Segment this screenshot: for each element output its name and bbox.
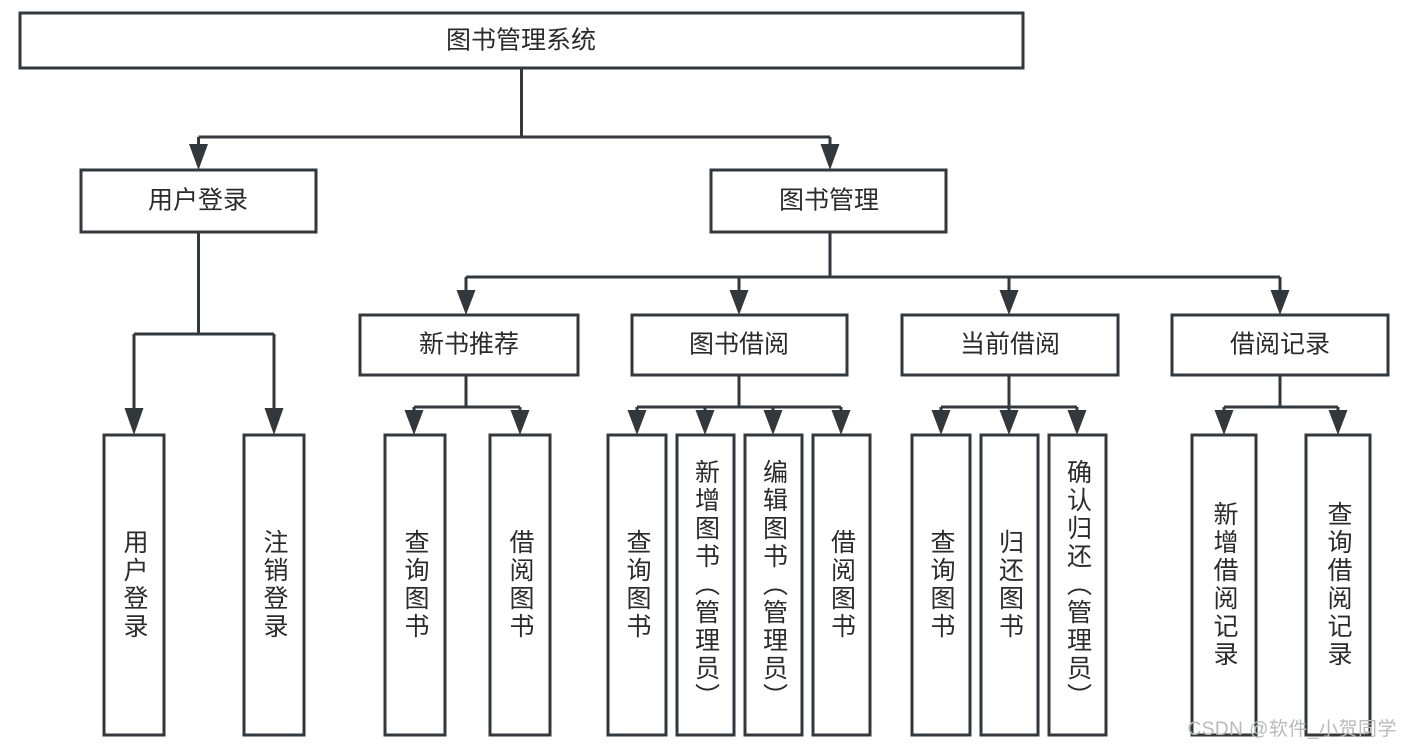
- node-root-system-box[interactable]: [18, 11, 1025, 70]
- arrow-head-book-borrow-leaf-4: [831, 410, 851, 435]
- node-leaf-logout-box[interactable]: [242, 433, 306, 737]
- node-root-system-label: 图书管理系统: [446, 27, 596, 55]
- arrow-head-current-borrow-leaf-3: [1067, 410, 1087, 435]
- node-root-system[interactable]: 图书管理系统: [18, 11, 1025, 70]
- arrow-head-current-borrow-leaf-1: [931, 410, 951, 435]
- node-leaf-return-book-box[interactable]: [979, 433, 1040, 737]
- arrow-head-book-manage-to-book-borrow: [729, 290, 749, 315]
- node-user-login-box[interactable]: [79, 168, 318, 234]
- arrow-head-book-borrow-leaf-1: [627, 410, 647, 435]
- node-book-manage[interactable]: 图书管理: [709, 168, 948, 234]
- node-book-manage-box[interactable]: [709, 168, 948, 234]
- arrow-head-root-to-book-manage: [820, 144, 840, 170]
- node-leaf-query-book-bb-box[interactable]: [606, 433, 668, 737]
- node-borrow-record-label: 借阅记录: [1230, 331, 1330, 359]
- connector-group-root: [189, 68, 840, 170]
- node-book-borrow-label: 图书借阅: [689, 331, 789, 359]
- node-book-manage-label: 图书管理: [779, 187, 879, 215]
- node-new-book-recommend-label: 新书推荐: [419, 331, 519, 359]
- arrow-head-book-borrow-leaf-3: [763, 410, 783, 435]
- arrow-head-root-to-user-login: [189, 144, 208, 170]
- connector-group-book-manage: [456, 232, 1290, 315]
- node-book-borrow-box[interactable]: [630, 313, 849, 377]
- arrow-head-new-book-leaf-2: [510, 410, 530, 435]
- node-user-login-label: 用户登录: [148, 187, 248, 215]
- node-new-book-recommend-box[interactable]: [358, 313, 580, 377]
- arrow-head-new-book-leaf-1: [404, 410, 424, 435]
- node-book-borrow[interactable]: 图书借阅: [630, 313, 849, 377]
- connector-group-user-login: [124, 232, 284, 435]
- connector-group-borrow-record: [1214, 375, 1348, 435]
- node-leaf-borrow-book-bb-box[interactable]: [811, 433, 872, 737]
- node-user-login[interactable]: 用户登录: [79, 168, 318, 234]
- watermark: CSDN @软件_小贺同学: [1187, 719, 1397, 740]
- arrow-head-borrow-record-leaf-2: [1328, 410, 1348, 435]
- node-borrow-record[interactable]: 借阅记录: [1170, 313, 1390, 377]
- node-leaf-confirm-return-box[interactable]: [1047, 433, 1108, 737]
- arrow-head-current-borrow-leaf-2: [999, 410, 1019, 435]
- node-leaf-user-login-box[interactable]: [102, 433, 166, 737]
- node-current-borrow-box[interactable]: [900, 313, 1120, 377]
- arrow-head-user-login-leaf-2: [264, 408, 284, 435]
- node-current-borrow[interactable]: 当前借阅: [900, 313, 1120, 377]
- connector-group-new-book: [404, 375, 530, 435]
- node-leaf-query-record-box[interactable]: [1304, 433, 1372, 737]
- node-borrow-record-box[interactable]: [1170, 313, 1390, 377]
- node-current-borrow-label: 当前借阅: [960, 331, 1060, 359]
- node-leaf-add-book-box[interactable]: [675, 433, 736, 737]
- arrow-head-user-login-leaf-1: [124, 408, 144, 435]
- node-new-book-recommend[interactable]: 新书推荐: [358, 313, 580, 377]
- arrow-head-book-manage-to-current-borrow: [999, 290, 1019, 315]
- node-leaf-borrow-book-nb-box[interactable]: [488, 433, 552, 737]
- arrow-head-book-borrow-leaf-2: [695, 410, 715, 435]
- arrow-head-book-manage-to-new-book: [456, 290, 476, 315]
- connector-group-current-borrow: [931, 375, 1087, 435]
- node-leaf-add-record-box[interactable]: [1190, 433, 1258, 737]
- node-leaf-edit-book-box[interactable]: [743, 433, 804, 737]
- arrow-head-borrow-record-leaf-1: [1214, 410, 1234, 435]
- node-leaf-query-book-cb-box[interactable]: [910, 433, 972, 737]
- connector-group-book-borrow: [627, 375, 851, 435]
- node-leaf-query-book-nb-box[interactable]: [383, 433, 447, 737]
- arrow-head-book-manage-to-borrow-record: [1270, 290, 1290, 315]
